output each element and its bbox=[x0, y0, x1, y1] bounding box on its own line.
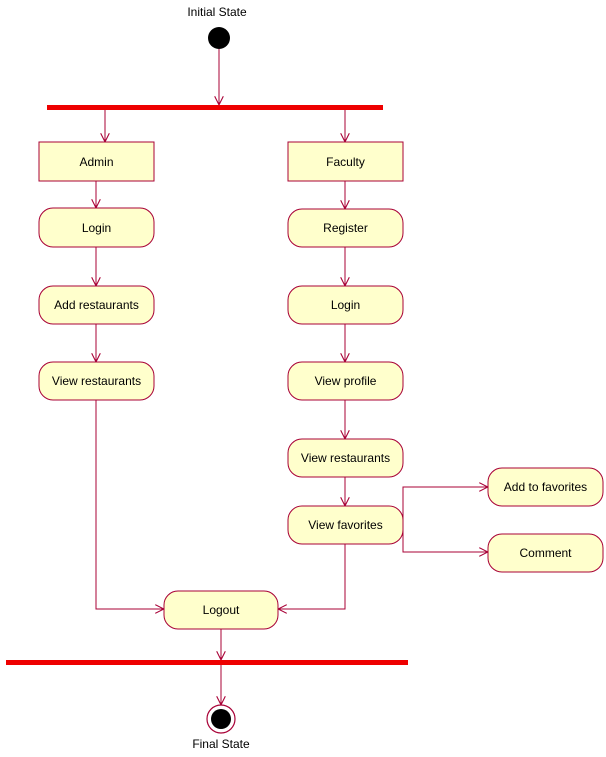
initial-state-node bbox=[208, 27, 230, 49]
node-faculty-login: Login bbox=[287, 285, 404, 325]
node-admin: Admin bbox=[38, 141, 155, 182]
node-add-restaurants: Add restaurants bbox=[38, 285, 155, 325]
initial-state-label: Initial State bbox=[187, 5, 247, 19]
node-faculty-login-label: Login bbox=[331, 298, 360, 312]
edges bbox=[96, 49, 487, 704]
edge-favorites-logout bbox=[279, 544, 346, 609]
node-logout: Logout bbox=[163, 590, 279, 630]
edge-favorites-add bbox=[402, 487, 487, 524]
node-add-to-favorites: Add to favorites bbox=[487, 467, 604, 507]
final-state-label: Final State bbox=[192, 737, 250, 751]
node-admin-login: Login bbox=[38, 207, 155, 248]
node-faculty-view-restaurants-label: View restaurants bbox=[301, 451, 390, 465]
node-add-restaurants-label: Add restaurants bbox=[54, 298, 139, 312]
node-admin-view-restaurants-label: View restaurants bbox=[52, 374, 141, 388]
node-comment-label: Comment bbox=[519, 546, 572, 560]
node-view-favorites-label: View favorites bbox=[308, 518, 382, 532]
node-admin-label: Admin bbox=[79, 155, 113, 169]
node-register-label: Register bbox=[323, 221, 368, 235]
node-comment: Comment bbox=[487, 533, 604, 573]
edge-favorites-comment bbox=[402, 524, 487, 552]
node-view-favorites: View favorites bbox=[287, 505, 404, 545]
node-add-to-favorites-label: Add to favorites bbox=[504, 480, 587, 494]
node-logout-label: Logout bbox=[203, 603, 240, 617]
join-bar bbox=[6, 660, 408, 665]
node-faculty: Faculty bbox=[287, 141, 404, 182]
node-view-profile-label: View profile bbox=[315, 374, 377, 388]
final-state-node bbox=[206, 704, 236, 734]
node-admin-login-label: Login bbox=[82, 221, 111, 235]
node-view-profile: View profile bbox=[287, 361, 404, 401]
node-faculty-view-restaurants: View restaurants bbox=[287, 438, 404, 478]
node-register: Register bbox=[287, 208, 404, 248]
fork-bar bbox=[47, 105, 383, 110]
node-faculty-label: Faculty bbox=[326, 155, 365, 169]
edge-admin-view-logout bbox=[95, 400, 163, 609]
node-admin-view-restaurants: View restaurants bbox=[38, 361, 155, 401]
